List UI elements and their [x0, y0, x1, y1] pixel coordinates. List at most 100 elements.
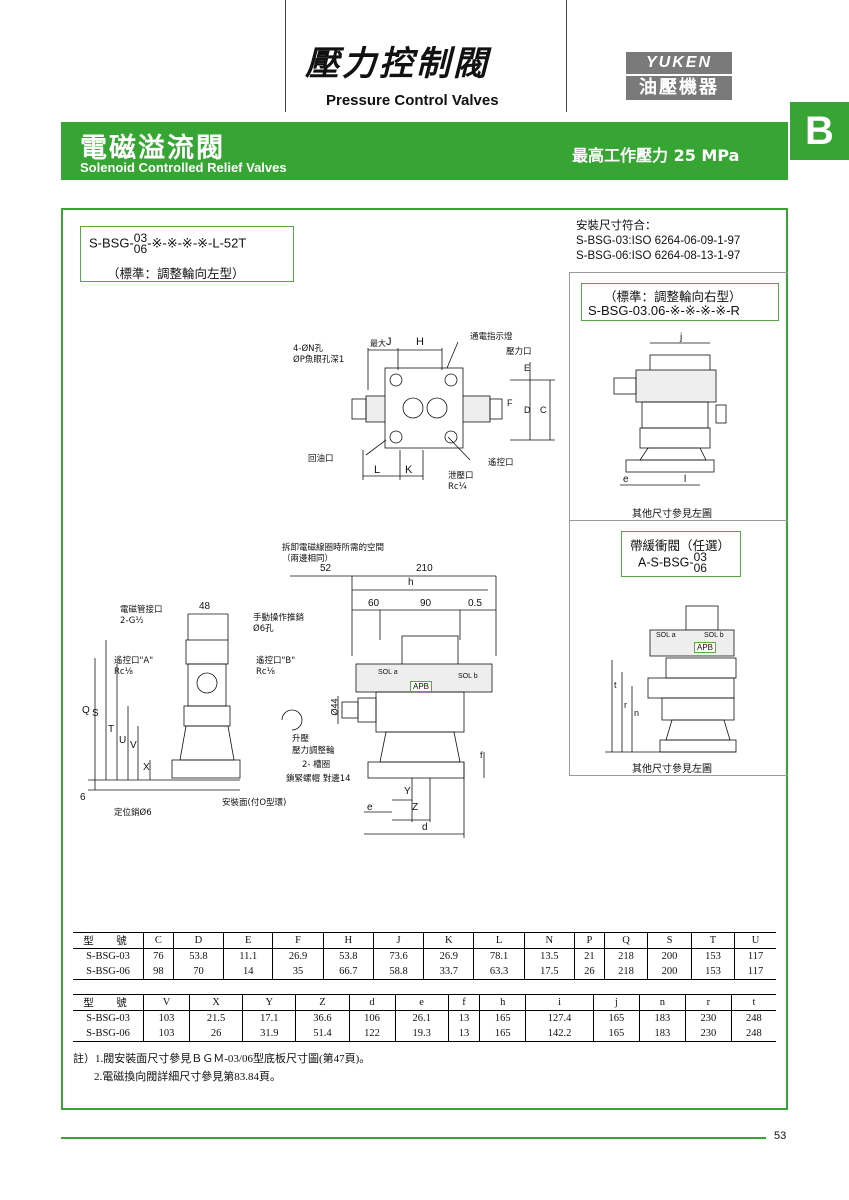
dim-90: 90: [420, 598, 432, 609]
table-cell: 21: [573, 948, 605, 964]
table-header-cell: S: [647, 932, 692, 949]
table-cell: 66.7: [322, 964, 374, 980]
sol-a-label: SOL a: [378, 669, 398, 676]
table-cell: 106: [348, 1010, 396, 1026]
table-cell: 103: [143, 1010, 190, 1026]
table-cell: 230: [684, 1010, 732, 1026]
dim-D: D: [524, 405, 531, 415]
buffer-caption: 其他尺寸參見左圖: [632, 764, 712, 775]
top-view-drawing: [351, 341, 555, 480]
table-cell: 76: [143, 948, 174, 964]
table-cell: 73.6: [372, 948, 425, 964]
table-header-cell: K: [423, 932, 475, 949]
table-cell: 117: [734, 948, 776, 964]
table-cell: 35: [272, 964, 324, 980]
section-subtitle: Solenoid Controlled Relief Valves: [80, 160, 287, 175]
technical-drawing: [88, 341, 737, 838]
section-band: [61, 122, 788, 180]
section-tab: B: [790, 102, 849, 160]
buffer-view-drawing: [605, 605, 737, 753]
return-port-label: 回油口: [308, 454, 334, 464]
table-cell: 21.5: [188, 1010, 244, 1026]
table-cell: 218: [603, 964, 649, 980]
table-header-cell: i: [525, 994, 594, 1011]
dim-6: 6: [80, 792, 86, 803]
dim-Z: Z: [412, 802, 419, 813]
table-cell: S-BSG-06: [73, 1026, 144, 1042]
table-cell: 26: [188, 1026, 244, 1042]
dim-E: E: [524, 363, 531, 373]
table-cell: 13: [447, 1026, 481, 1042]
dim-C: C: [540, 405, 547, 415]
yuken-logo: YUKEN 油壓機器: [626, 52, 732, 100]
dim-t: t: [614, 680, 617, 690]
dim-d: d: [422, 822, 428, 833]
install-standard: 安裝尺寸符合： S-BSG-03:ISO 6264-06-09-1-97 S-B…: [576, 220, 741, 262]
table-cell: S-BSG-03: [73, 948, 144, 964]
wheel-label: 2- 槽圈: [302, 760, 331, 770]
footer-line: [61, 1137, 766, 1139]
table-cell: S-BSG-03: [73, 1010, 144, 1026]
dim-phi44: Ø44: [329, 698, 340, 716]
dim-l: l: [684, 474, 687, 485]
side-view-drawing: [88, 613, 241, 791]
lock-nut-label: 鎖緊螺帽 對邊14: [286, 774, 351, 784]
table-header-cell: f: [447, 994, 481, 1011]
dim-T: T: [108, 724, 115, 735]
table-cell: 11.1: [223, 948, 274, 964]
dim-j: j: [680, 332, 683, 343]
table-header-cell: 型 號: [73, 994, 144, 1011]
dim-0-5: 0.5: [468, 598, 482, 609]
table-header-cell: r: [684, 994, 732, 1011]
front-view-drawing: [281, 575, 497, 838]
adjust-knob-label: 壓力調整輪: [292, 746, 335, 756]
remote-a-label: 遙控口"A" Rc⅛: [114, 656, 154, 677]
table-header-cell: h: [479, 994, 527, 1011]
table-header-cell: C: [143, 932, 174, 949]
dim-210: 210: [416, 563, 433, 574]
table-cell: 200: [647, 948, 692, 964]
dim-V: V: [130, 740, 137, 751]
table-cell: S-BSG-06: [73, 964, 144, 980]
table-cell: 165: [479, 1010, 527, 1026]
table-cell: 200: [647, 964, 692, 980]
divider-right-mid: [569, 520, 788, 521]
section-title: 電磁溢流閥: [80, 133, 225, 164]
table-cell: 19.3: [394, 1026, 449, 1042]
table-header-cell: J: [372, 932, 425, 949]
table-cell: 53.8: [322, 948, 374, 964]
table-cell: 165: [479, 1026, 527, 1042]
page-subtitle: Pressure Control Valves: [326, 92, 499, 109]
pressure-port-label: 壓力口: [506, 347, 532, 357]
drain-port-label: 泄壓口 Rc¼: [448, 471, 474, 492]
table-cell: 26.1: [394, 1010, 449, 1026]
table-cell: 33.7: [423, 964, 475, 980]
table-cell: 13: [447, 1010, 481, 1026]
table-cell: 17.5: [523, 964, 575, 980]
table-header-cell: e: [394, 994, 449, 1011]
dim-K: K: [405, 464, 413, 476]
table-header-cell: d: [348, 994, 396, 1011]
dismount-label: 拆卸電磁線圈時所需的空間 （兩邊相同）: [282, 543, 385, 564]
manual-pin-label: 手動操作推銷 Ø6孔: [253, 613, 305, 634]
dim-X: X: [143, 762, 150, 773]
dim-f: f: [480, 750, 483, 760]
buffer-sol-a-label: SOL a: [656, 632, 676, 639]
table-cell: 230: [684, 1026, 732, 1042]
table-cell: 53.8: [172, 948, 225, 964]
buffer-sol-b-label: SOL b: [704, 632, 724, 639]
divider-right-bottom: [569, 775, 788, 776]
dim-e-right: e: [623, 474, 629, 485]
dim-r: r: [624, 700, 627, 710]
table-header-cell: t: [730, 994, 776, 1011]
table-header-cell: V: [143, 994, 190, 1011]
max-pressure: 最高工作壓力 25 MPa: [572, 146, 740, 165]
table-cell: 70: [172, 964, 225, 980]
